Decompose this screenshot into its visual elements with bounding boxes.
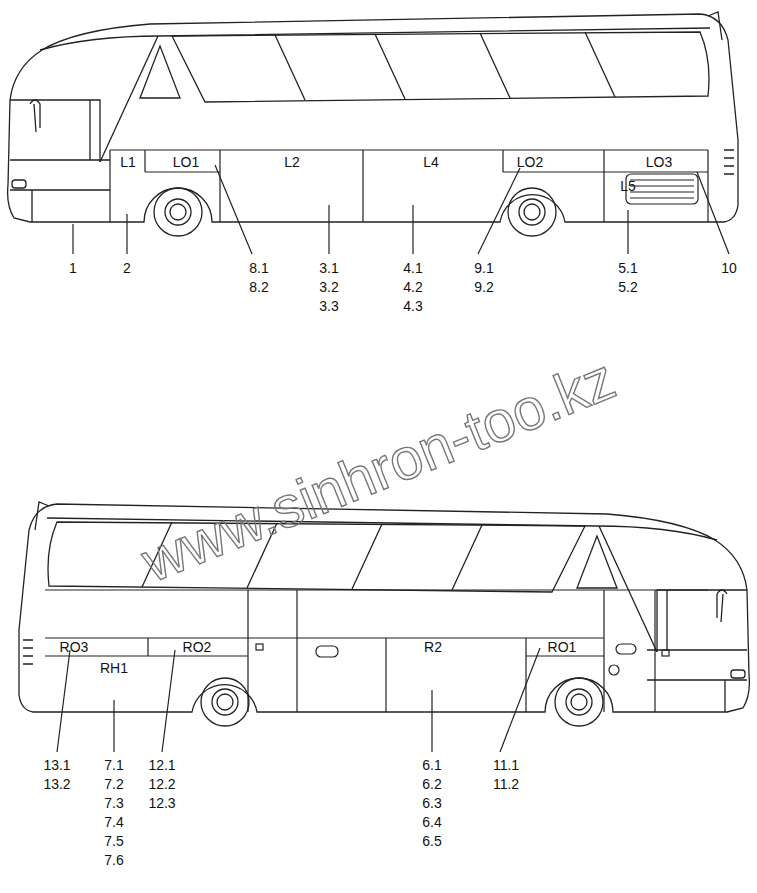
callout-number: 11.2 xyxy=(493,776,519,792)
callout-number: 7.6 xyxy=(104,852,123,868)
callout-number: 8.1 xyxy=(249,260,268,276)
callout-number: 4.2 xyxy=(403,279,422,295)
callout-number: 5.1 xyxy=(618,260,637,276)
callout-number: 7.2 xyxy=(104,776,123,792)
callout-number: 12.2 xyxy=(148,776,175,792)
panel-label: RH1 xyxy=(100,660,128,676)
callout-number: 12.3 xyxy=(148,795,175,811)
callout-number: 3.2 xyxy=(319,279,338,295)
watermark: www.sinhron-too.kz xyxy=(133,346,623,594)
callout-number: 7.3 xyxy=(104,795,123,811)
callout-number: 9.2 xyxy=(474,279,493,295)
panel-label: LO2 xyxy=(517,154,543,170)
callout-number: 5.2 xyxy=(618,279,637,295)
callout-number: 4.3 xyxy=(403,298,422,314)
callout-number: 7.4 xyxy=(104,814,123,830)
callout-number: 10 xyxy=(721,260,737,276)
callout-number: 6.1 xyxy=(422,757,441,773)
panel-label: RO1 xyxy=(548,639,577,655)
callout-number: 3.3 xyxy=(319,298,338,314)
callout-number: 8.2 xyxy=(249,279,268,295)
callout-number: 6.4 xyxy=(422,814,441,830)
callout-number: 7.1 xyxy=(104,757,123,773)
panel-label: L2 xyxy=(284,154,300,170)
callout-number: 6.2 xyxy=(422,776,441,792)
callout-number: 9.1 xyxy=(474,260,493,276)
panel-label: R2 xyxy=(424,639,442,655)
callout-number: 4.1 xyxy=(403,260,422,276)
panel-label: L1 xyxy=(120,154,136,170)
callout-number: 2 xyxy=(123,260,131,276)
callout-number: 6.5 xyxy=(422,833,441,849)
callout-number: 12.1 xyxy=(148,757,175,773)
panel-label: L4 xyxy=(423,154,439,170)
callout-number: 1 xyxy=(69,260,77,276)
callout-number: 6.3 xyxy=(422,795,441,811)
panel-label: RO2 xyxy=(183,639,212,655)
callout-number: 11.1 xyxy=(493,757,519,773)
panel-label: LO3 xyxy=(646,154,672,170)
panel-label: RO3 xyxy=(60,639,89,655)
callout-number: 13.1 xyxy=(43,757,70,773)
panel-label: LO1 xyxy=(173,154,199,170)
callout-number: 13.2 xyxy=(43,776,70,792)
callout-number: 3.1 xyxy=(319,260,338,276)
callout-number: 7.5 xyxy=(104,833,123,849)
panel-label: L5 xyxy=(620,178,636,194)
